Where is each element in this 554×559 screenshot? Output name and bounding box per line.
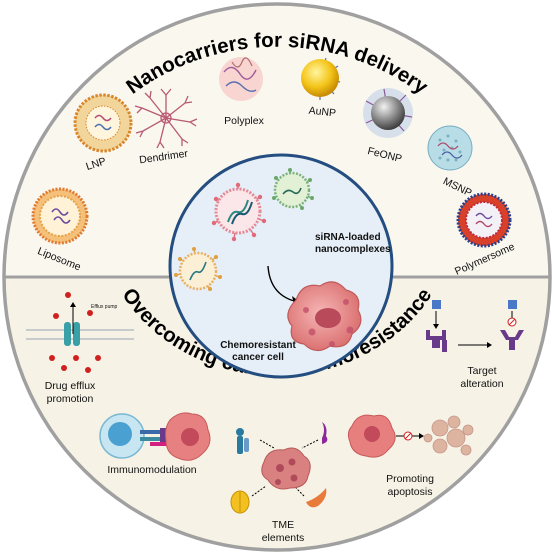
polyplex-illustration <box>219 57 263 101</box>
aunp-label: AuNP <box>308 105 337 120</box>
efflux-pump-tag: Efflux pump <box>91 304 118 310</box>
cell-label-line1: Chemoresistant <box>220 340 296 351</box>
drug-efflux-label-line2: promotion <box>47 393 94 405</box>
immunomodulation-label: Immunomodulation <box>107 464 196 476</box>
apoptosis-label-line1: Promoting <box>386 473 434 485</box>
msnp-illustration <box>427 125 473 171</box>
bottom-half-panel <box>4 277 550 550</box>
cell-label-line2: cancer cell <box>232 352 284 363</box>
polyplex-label: Polyplex <box>224 115 264 127</box>
target-alteration-label-line2: alteration <box>460 378 503 390</box>
top-half-panel <box>4 4 550 277</box>
cancer-cell <box>287 281 362 352</box>
tme-label-line1: TME <box>272 519 294 531</box>
apoptosis-label-line2: apoptosis <box>388 486 433 498</box>
efflux-pump-illustration <box>26 292 134 373</box>
nanocomplex-orange <box>174 247 222 291</box>
immunomodulation-illustration <box>99 412 211 461</box>
apoptosis-illustration <box>347 414 474 458</box>
tme-label-line2: elements <box>262 532 305 544</box>
liposome-illustration <box>31 187 89 245</box>
aunp-illustration <box>301 57 341 100</box>
drug-efflux-label-line1: Drug efflux <box>45 380 96 392</box>
nanocomplex-green <box>272 168 314 210</box>
feonp-illustration <box>363 88 413 138</box>
lnp-illustration <box>73 93 133 153</box>
nanocomplex-large <box>211 182 267 242</box>
target-alteration-illustration <box>426 300 524 352</box>
target-alteration-label-line1: Target <box>467 365 496 377</box>
nanocomplex-label-line2: nanocomplexes <box>315 244 391 255</box>
nanocomplex-label-line1: siRNA-loaded <box>315 232 381 243</box>
polymersome-illustration <box>456 192 512 248</box>
dendrimer-illustration <box>134 88 198 149</box>
tme-illustration <box>230 422 328 514</box>
